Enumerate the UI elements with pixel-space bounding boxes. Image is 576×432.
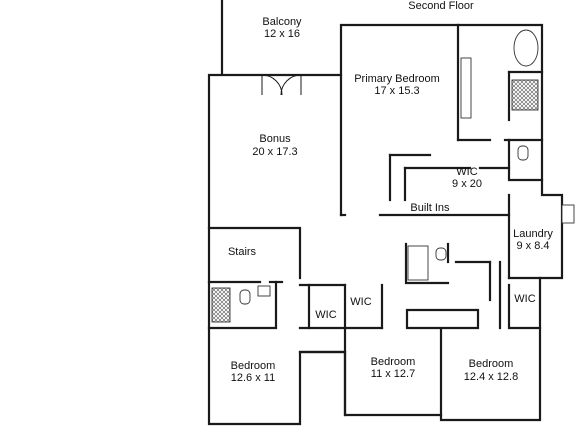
wic-2-label: WIC bbox=[350, 296, 371, 308]
balcony-doors bbox=[261, 74, 302, 96]
bonus-size: 20 x 17.3 bbox=[252, 146, 297, 158]
bonus-name: Bonus bbox=[259, 133, 291, 145]
bedroom-3-name: Bedroom bbox=[469, 358, 514, 370]
bedroom-1-size: 12.6 x 11 bbox=[231, 372, 275, 384]
laundry-size: 9 x 8.4 bbox=[516, 240, 549, 252]
bathtub bbox=[513, 29, 539, 67]
interior-walls bbox=[207, 23, 544, 417]
sink-bedroom bbox=[257, 285, 271, 297]
laundry-appliance bbox=[561, 204, 575, 224]
floor-title: Second Floor bbox=[408, 0, 474, 12]
outer-walls bbox=[207, 0, 564, 426]
bedroom-2-name: Bedroom bbox=[371, 356, 416, 368]
balcony-size: 12 x 16 bbox=[264, 28, 300, 40]
bedroom-2-size: 11 x 12.7 bbox=[371, 368, 415, 380]
toilet-hall bbox=[435, 247, 447, 261]
bedroom-3-size: 12.4 x 12.8 bbox=[464, 371, 518, 383]
tile-shower-bedroom bbox=[211, 287, 231, 323]
stairs-label: Stairs bbox=[228, 246, 257, 258]
tile-shower-primary bbox=[511, 79, 539, 111]
wic-primary-size: 9 x 20 bbox=[452, 178, 482, 190]
primary-bedroom-name: Primary Bedroom bbox=[354, 73, 440, 85]
built-ins-label: Built Ins bbox=[410, 202, 450, 214]
toilet-bedroom bbox=[239, 289, 251, 305]
bedroom-1-name: Bedroom bbox=[231, 360, 276, 372]
toilet-primary bbox=[517, 145, 529, 161]
vanity-primary bbox=[460, 57, 472, 119]
labels: Second Floor Balcony 12 x 16 Primary Bed… bbox=[228, 0, 553, 384]
tub-hall bbox=[407, 245, 429, 281]
wic-3-label: WIC bbox=[514, 293, 535, 305]
fixtures bbox=[211, 29, 575, 323]
laundry-name: Laundry bbox=[513, 228, 553, 240]
wic-primary-name: WIC bbox=[456, 166, 477, 178]
wic-1-label: WIC bbox=[315, 309, 336, 321]
balcony-name: Balcony bbox=[262, 16, 302, 28]
primary-bedroom-size: 17 x 15.3 bbox=[374, 85, 419, 97]
